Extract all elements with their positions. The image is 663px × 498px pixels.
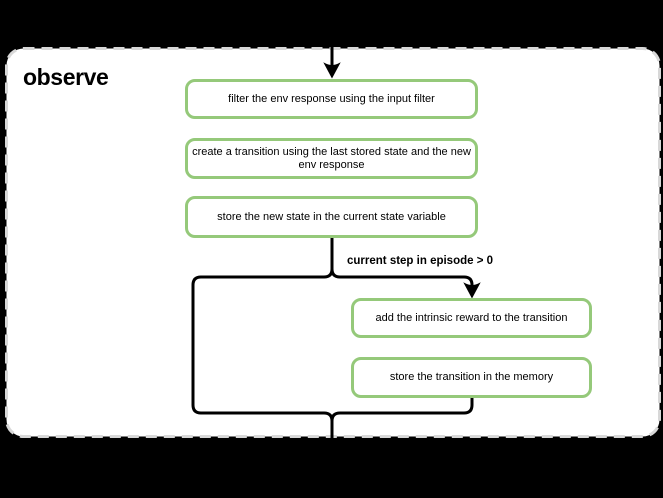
- condition-branch-connector-line: [330, 268, 474, 290]
- merge-connector-line: [330, 397, 474, 422]
- condition-branch-arrowhead-down: [463, 282, 481, 299]
- skip-branch-connector-line: [191, 237, 334, 444]
- node-add-intrinsic-reward: add the intrinsic reward to the transiti…: [351, 298, 592, 338]
- incoming-arrowhead-down: [323, 62, 341, 79]
- node-filter-env-response: filter the env response using the input …: [185, 79, 478, 119]
- node-label: add the intrinsic reward to the transiti…: [375, 311, 568, 324]
- node-label: store the transition in the memory: [389, 371, 554, 383]
- node-label: store the new state in the current state…: [217, 210, 446, 223]
- node-store-transition: store the transition in the memory: [351, 357, 592, 398]
- node-store-new-state: store the new state in the current state…: [185, 196, 478, 238]
- condition-edge-label: current step in episode > 0: [347, 255, 494, 267]
- node-create-transition: create a transition using the last store…: [185, 138, 478, 179]
- group-title-observe: observe: [23, 64, 109, 90]
- node-label: filter the env response using the input …: [228, 92, 435, 105]
- node-label: create a transition using the last store…: [192, 145, 471, 171]
